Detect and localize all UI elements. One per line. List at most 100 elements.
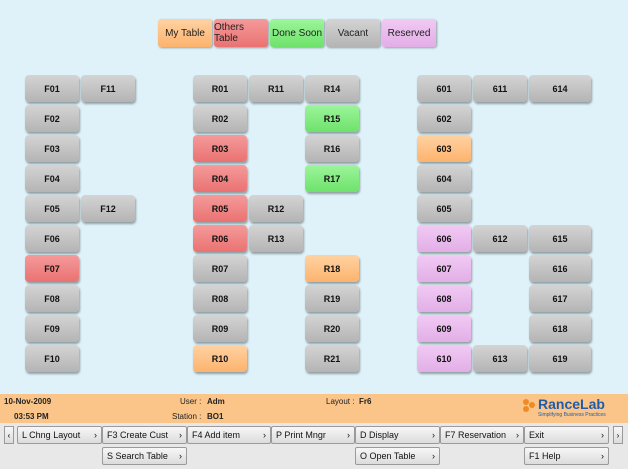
- reservation-label: F7 Reservation: [445, 430, 507, 440]
- table-615[interactable]: 615: [529, 225, 591, 252]
- table-R08[interactable]: R08: [193, 285, 247, 312]
- next-page-button[interactable]: ›: [613, 426, 623, 444]
- chng-layout-button[interactable]: L Chng Layout ›: [17, 426, 102, 444]
- add-item-button[interactable]: F4 Add item ›: [187, 426, 271, 444]
- search-table-label: S Search Table: [107, 451, 168, 461]
- table-619[interactable]: 619: [529, 345, 591, 372]
- search-table-button[interactable]: S Search Table ›: [102, 447, 187, 465]
- table-607[interactable]: 607: [417, 255, 471, 282]
- display-label: D Display: [360, 430, 399, 440]
- legend-vacant: Vacant: [326, 19, 380, 47]
- table-R02[interactable]: R02: [193, 105, 247, 132]
- table-R07[interactable]: R07: [193, 255, 247, 282]
- prev-page-button[interactable]: ‹: [4, 426, 14, 444]
- table-R12[interactable]: R12: [249, 195, 303, 222]
- layout-value: Fr6: [359, 397, 372, 406]
- user-value: Adm: [207, 397, 225, 406]
- chng-layout-label: L Chng Layout: [22, 430, 81, 440]
- table-R10[interactable]: R10: [193, 345, 247, 372]
- table-R14[interactable]: R14: [305, 75, 359, 102]
- legend-others-table: Others Table: [214, 19, 268, 47]
- table-R01[interactable]: R01: [193, 75, 247, 102]
- table-R05[interactable]: R05: [193, 195, 247, 222]
- exit-button[interactable]: Exit ›: [524, 426, 609, 444]
- logo-name: RanceLab: [538, 396, 605, 412]
- function-key-bar: ‹ L Chng Layout › F3 Create Cust › F4 Add …: [0, 423, 628, 469]
- table-605[interactable]: 605: [417, 195, 471, 222]
- user-label: User :: [180, 397, 202, 406]
- table-611[interactable]: 611: [473, 75, 527, 102]
- chevron-right-icon: ›: [601, 451, 604, 461]
- table-F04[interactable]: F04: [25, 165, 79, 192]
- chevron-right-icon: ›: [601, 430, 604, 440]
- station-label: Station :: [172, 412, 202, 421]
- chevron-right-icon: ›: [432, 430, 435, 440]
- table-616[interactable]: 616: [529, 255, 591, 282]
- table-R06[interactable]: R06: [193, 225, 247, 252]
- table-609[interactable]: 609: [417, 315, 471, 342]
- legend-done-soon: Done Soon: [270, 19, 324, 47]
- legend-reserved: Reserved: [382, 19, 436, 47]
- table-612[interactable]: 612: [473, 225, 527, 252]
- table-F11[interactable]: F11: [81, 75, 135, 102]
- table-R09[interactable]: R09: [193, 315, 247, 342]
- table-R15[interactable]: R15: [305, 105, 359, 132]
- station-value: BO1: [207, 412, 224, 421]
- table-R20[interactable]: R20: [305, 315, 359, 342]
- table-603[interactable]: 603: [417, 135, 471, 162]
- table-F05[interactable]: F05: [25, 195, 79, 222]
- chevron-right-icon: ›: [516, 430, 519, 440]
- table-602[interactable]: 602: [417, 105, 471, 132]
- table-R19[interactable]: R19: [305, 285, 359, 312]
- chevron-right-icon: ›: [94, 430, 97, 440]
- table-608[interactable]: 608: [417, 285, 471, 312]
- table-R03[interactable]: R03: [193, 135, 247, 162]
- table-R17[interactable]: R17: [305, 165, 359, 192]
- add-item-label: F4 Add item: [192, 430, 241, 440]
- table-F03[interactable]: F03: [25, 135, 79, 162]
- table-F06[interactable]: F06: [25, 225, 79, 252]
- logo-graphic: [523, 399, 535, 412]
- chevron-right-icon: ›: [179, 430, 182, 440]
- table-R21[interactable]: R21: [305, 345, 359, 372]
- display-button[interactable]: D Display ›: [355, 426, 440, 444]
- table-618[interactable]: 618: [529, 315, 591, 342]
- chevron-right-icon: ›: [347, 430, 350, 440]
- table-610[interactable]: 610: [417, 345, 471, 372]
- reservation-button[interactable]: F7 Reservation ›: [440, 426, 524, 444]
- status-date: 10-Nov-2009: [4, 397, 52, 406]
- layout-label: Layout :: [326, 397, 355, 406]
- legend-my-table: My Table: [158, 19, 212, 47]
- table-F09[interactable]: F09: [25, 315, 79, 342]
- table-F08[interactable]: F08: [25, 285, 79, 312]
- chevron-right-icon: ›: [179, 451, 182, 461]
- create-cust-label: F3 Create Cust: [107, 430, 169, 440]
- print-mngr-button[interactable]: P Print Mngr›: [271, 426, 355, 444]
- table-R18[interactable]: R18: [305, 255, 359, 282]
- create-cust-button[interactable]: F3 Create Cust ›: [102, 426, 187, 444]
- status-time: 03:53 PM: [14, 412, 49, 421]
- table-F07[interactable]: F07: [25, 255, 79, 282]
- table-R04[interactable]: R04: [193, 165, 247, 192]
- help-button[interactable]: F1 Help ›: [524, 447, 609, 465]
- table-604[interactable]: 604: [417, 165, 471, 192]
- table-613[interactable]: 613: [473, 345, 527, 372]
- table-F12[interactable]: F12: [81, 195, 135, 222]
- table-617[interactable]: 617: [529, 285, 591, 312]
- table-606[interactable]: 606: [417, 225, 471, 252]
- table-614[interactable]: 614: [529, 75, 591, 102]
- rancelab-logo: RanceLab Simplifying Business Practices: [520, 396, 624, 426]
- table-601[interactable]: 601: [417, 75, 471, 102]
- table-F01[interactable]: F01: [25, 75, 79, 102]
- help-label: F1 Help: [529, 451, 561, 461]
- exit-label: Exit: [529, 430, 545, 440]
- open-table-button[interactable]: O Open Table›: [355, 447, 440, 465]
- chevron-right-icon: ›: [263, 430, 266, 440]
- table-R11[interactable]: R11: [249, 75, 303, 102]
- table-F10[interactable]: F10: [25, 345, 79, 372]
- logo-tagline: Simplifying Business Practices: [538, 412, 606, 418]
- open-table-label: O Open Table: [360, 451, 416, 461]
- table-R13[interactable]: R13: [249, 225, 303, 252]
- table-F02[interactable]: F02: [25, 105, 79, 132]
- table-R16[interactable]: R16: [305, 135, 359, 162]
